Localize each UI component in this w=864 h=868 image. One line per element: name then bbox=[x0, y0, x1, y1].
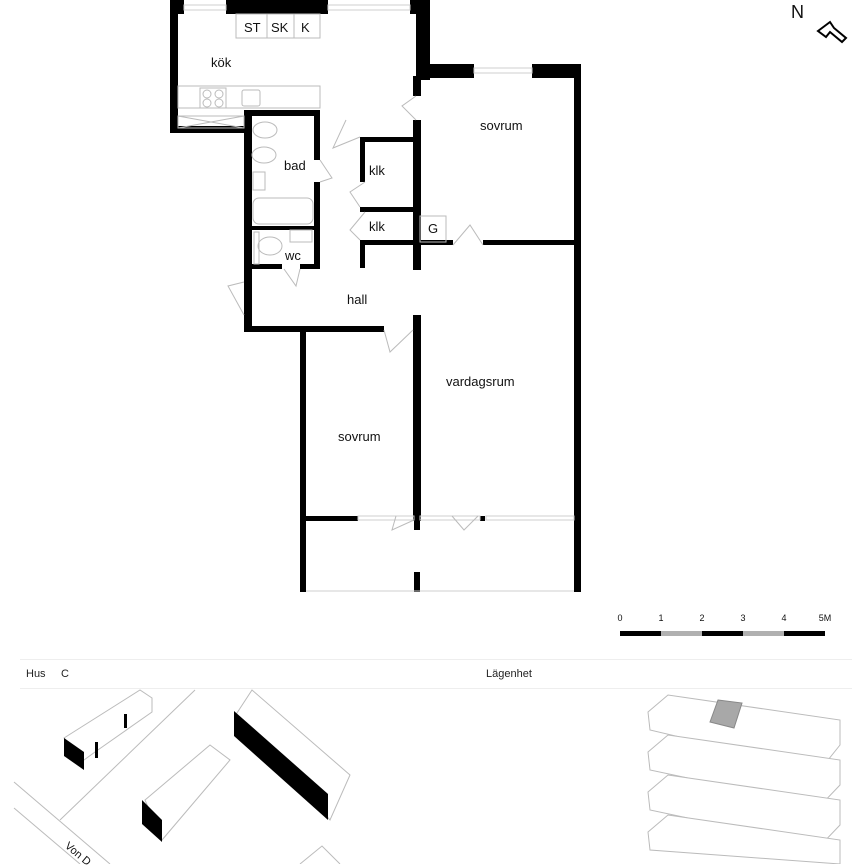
building-label: Hus bbox=[26, 668, 46, 680]
building-value: C bbox=[61, 668, 69, 680]
room-sovrum-1: sovrum bbox=[480, 118, 523, 133]
site-map bbox=[13, 689, 351, 864]
appliance-stove: ST bbox=[244, 20, 261, 35]
apartment-label: Lägenhet bbox=[486, 668, 532, 680]
footer-divider-top bbox=[20, 659, 852, 660]
footer-divider-bottom bbox=[20, 688, 852, 689]
door-swings bbox=[227, 95, 484, 531]
scale-tick-3: 3 bbox=[740, 613, 746, 623]
highlighted-apartment bbox=[709, 699, 743, 729]
room-g: G bbox=[428, 221, 439, 236]
north-arrow-icon bbox=[816, 20, 848, 44]
appliance-fridge: K bbox=[301, 20, 310, 35]
appliance-freezer: SK bbox=[271, 20, 289, 35]
scale-tick-2: 2 bbox=[699, 613, 705, 623]
room-hall: hall bbox=[347, 292, 368, 307]
room-bad: bad bbox=[284, 158, 306, 173]
scale-bar bbox=[620, 631, 825, 636]
building-stack bbox=[647, 694, 841, 864]
scale-tick-1: 1 bbox=[658, 613, 664, 623]
windows bbox=[183, 4, 575, 592]
scale-tick-0: 0 bbox=[617, 613, 623, 623]
room-kok: kök bbox=[211, 55, 232, 70]
room-vardagsrum: vardagsrum bbox=[446, 374, 515, 389]
compass-label: N bbox=[791, 2, 804, 22]
scale-tick-5: 5M bbox=[818, 613, 832, 623]
room-wc: wc bbox=[285, 248, 301, 263]
fixtures bbox=[177, 13, 447, 265]
walls bbox=[170, 0, 581, 592]
room-klk-1: klk bbox=[369, 163, 385, 178]
scale-tick-4: 4 bbox=[781, 613, 787, 623]
room-klk-2: klk bbox=[369, 219, 385, 234]
room-sovrum-2: sovrum bbox=[338, 429, 381, 444]
site-map-shadows bbox=[64, 711, 328, 842]
